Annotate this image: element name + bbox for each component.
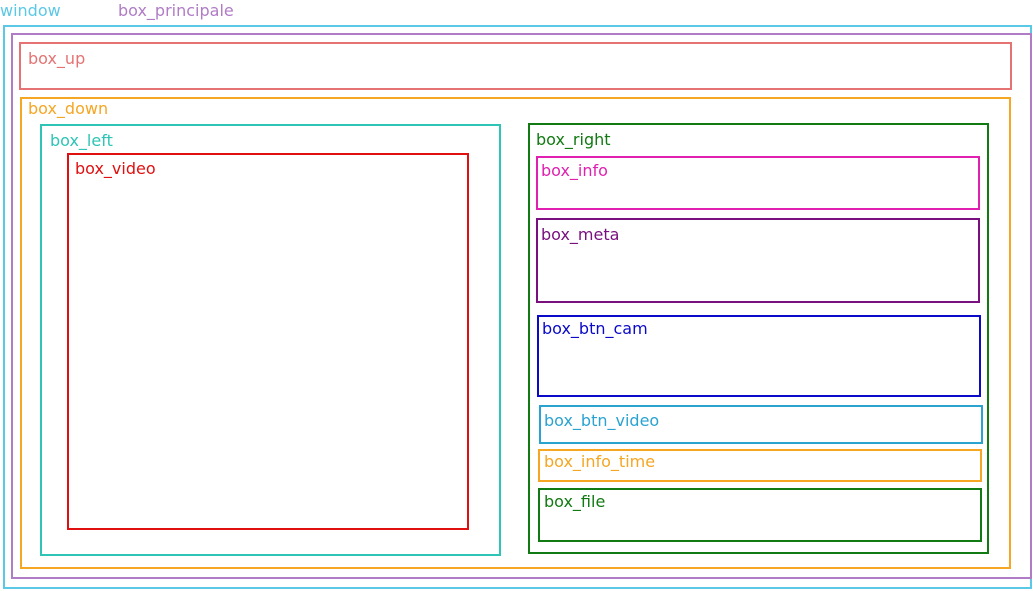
window-label: window bbox=[0, 1, 61, 20]
box-right-label: box_right bbox=[536, 130, 611, 149]
box-info-label: box_info bbox=[541, 161, 608, 180]
box-up-label: box_up bbox=[28, 49, 86, 68]
box-principale-label: box_principale bbox=[118, 1, 234, 20]
box-btn-video: box_btn_video bbox=[539, 405, 983, 444]
box-btn-cam-label: box_btn_cam bbox=[542, 319, 648, 338]
box-meta: box_meta bbox=[536, 218, 980, 303]
box-principale bbox=[11, 33, 1032, 579]
box-info-time: box_info_time bbox=[538, 449, 982, 482]
box-right: box_right bbox=[528, 123, 989, 554]
box-down-label: box_down bbox=[28, 99, 109, 118]
box-video-label: box_video bbox=[75, 159, 156, 178]
box-btn-video-label: box_btn_video bbox=[544, 411, 660, 430]
box-left-label: box_left bbox=[50, 131, 113, 150]
box-btn-cam: box_btn_cam bbox=[537, 315, 981, 397]
box-video: box_video bbox=[67, 153, 469, 530]
box-down: box_down bbox=[20, 97, 1011, 569]
box-meta-label: box_meta bbox=[541, 225, 620, 244]
box-up: box_up bbox=[19, 42, 1012, 90]
box-left: box_left bbox=[40, 124, 501, 556]
box-info-time-label: box_info_time bbox=[544, 452, 656, 471]
box-file: box_file bbox=[538, 488, 982, 542]
box-file-label: box_file bbox=[544, 492, 606, 511]
box-info: box_info bbox=[536, 156, 980, 210]
